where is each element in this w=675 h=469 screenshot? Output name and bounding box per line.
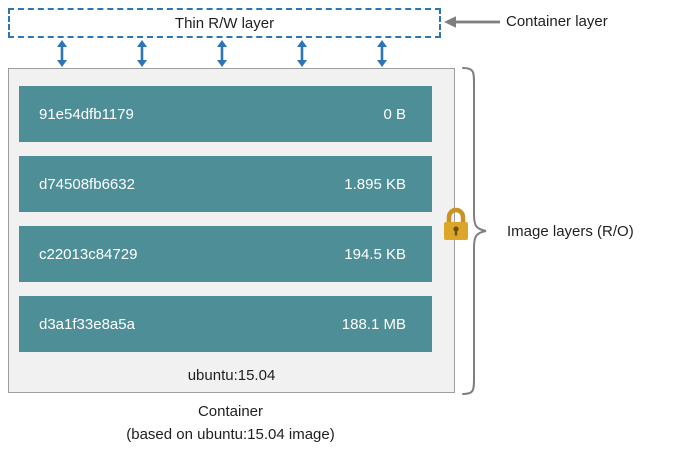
layer-row: c22013c84729 194.5 KB xyxy=(19,226,432,282)
double-arrow-icon xyxy=(217,40,227,67)
layer-size: 0 B xyxy=(383,105,406,123)
layer-size: 194.5 KB xyxy=(344,245,406,263)
thin-rw-layer-label: Thin R/W layer xyxy=(174,14,275,32)
container-layer-label: Container layer xyxy=(506,13,608,30)
layer-id: d3a1f33e8a5a xyxy=(39,315,135,333)
image-layers-label: Image layers (R/O) xyxy=(507,223,634,240)
left-arrow-icon xyxy=(444,16,500,28)
layer-id: c22013c84729 xyxy=(39,245,138,263)
layer-row: d3a1f33e8a5a 188.1 MB xyxy=(19,296,432,352)
base-image-label: ubuntu:15.04 xyxy=(187,367,276,384)
layer-id: 91e54dfb1179 xyxy=(39,105,134,123)
layer-size: 188.1 MB xyxy=(341,315,406,333)
thin-rw-layer-box: Thin R/W layer xyxy=(8,8,441,38)
layer-id: d74508fb6632 xyxy=(39,175,135,193)
layer-row: 91e54dfb1179 0 B xyxy=(19,86,432,142)
double-arrow-icon xyxy=(297,40,307,67)
caption-title: Container xyxy=(197,403,264,420)
caption-subtitle: (based on ubuntu:15.04 image) xyxy=(126,426,335,444)
container-box: 91e54dfb1179 0 B d74508fb6632 1.895 KB c… xyxy=(8,68,455,393)
layer-row: d74508fb6632 1.895 KB xyxy=(19,156,432,212)
diagram-caption: Container (based on ubuntu:15.04 image) xyxy=(8,400,453,447)
lock-icon xyxy=(444,207,468,240)
double-arrow-icon xyxy=(137,40,147,67)
double-arrow-icon xyxy=(377,40,387,67)
curly-brace xyxy=(462,67,487,395)
double-arrow-icon xyxy=(57,40,67,67)
layer-size: 1.895 KB xyxy=(344,175,406,193)
